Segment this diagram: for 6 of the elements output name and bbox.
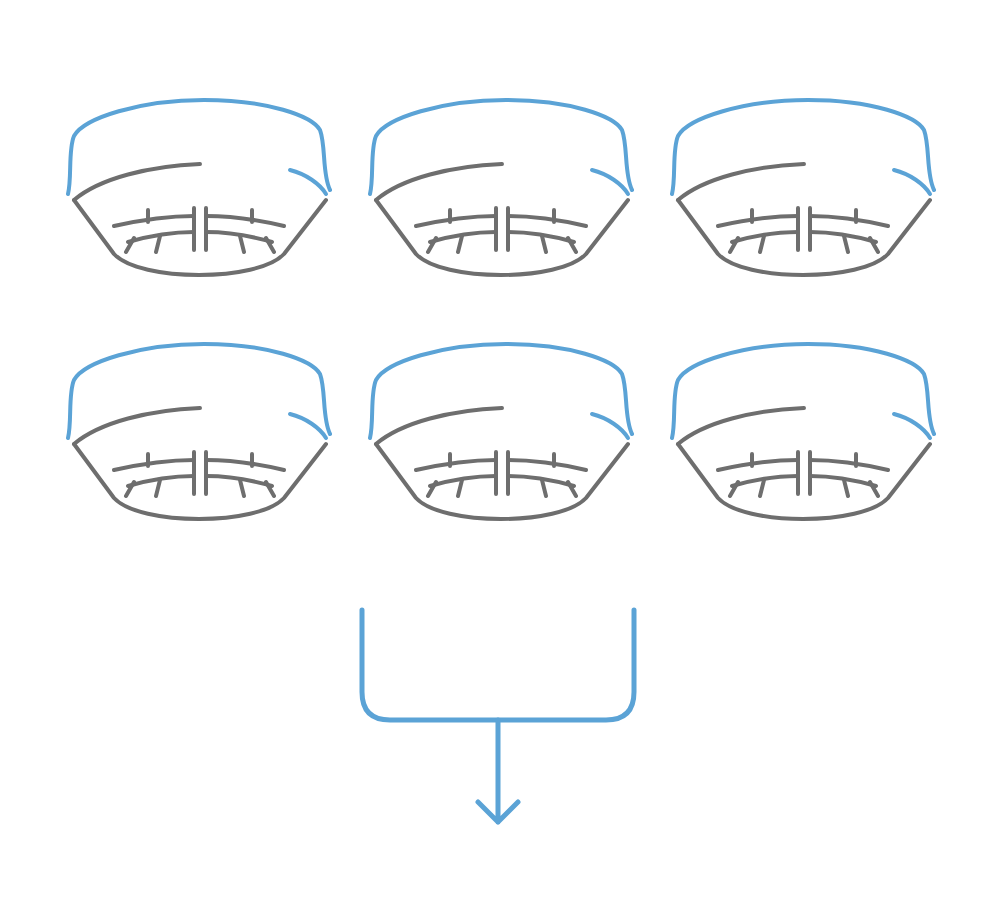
smoke-detector [668, 96, 938, 282]
smoke-detector [366, 96, 636, 282]
smoke-detector [366, 340, 636, 526]
smoke-detector [668, 340, 938, 526]
smoke-detector [64, 96, 334, 282]
smoke-detector [64, 340, 334, 526]
